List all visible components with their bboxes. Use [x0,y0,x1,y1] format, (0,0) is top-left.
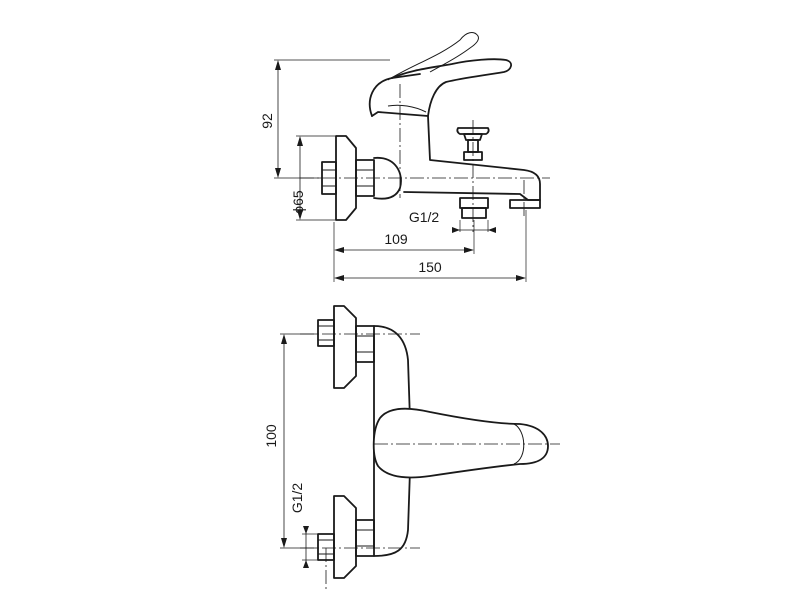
dim-height-label: 92 [259,113,275,129]
side-inlet-nut [321,161,337,195]
plan-bottom-flange [333,495,357,579]
side-outlet-nut [459,197,489,209]
dim-thread-plan-label: G1/2 [289,483,305,514]
dim-thread-top-label: G1/2 [409,209,440,225]
plan-top-flange [333,305,357,389]
dim-depth-total-label: 150 [418,259,442,275]
side-cartridge [368,73,421,117]
dim-depth-inner-label: 109 [384,231,408,247]
dim-spacing-label: 100 [263,424,279,448]
side-lever [391,58,512,117]
plan-body [373,325,411,557]
plan-lever [372,407,549,479]
side-body [371,111,541,201]
plan-top-eccentric [355,325,375,363]
plan-view: 100 G1/2 [263,305,560,590]
side-spout-outlet [509,199,541,209]
plan-top-inlet-nut [317,319,335,347]
plan-bottom-inlet-nut [317,533,335,561]
side-eccentric [355,159,375,197]
side-diverter-knob [456,127,490,135]
dim-diameter-label: ϕ65 [290,190,306,214]
side-body-end [373,157,402,200]
plan-bottom-eccentric [355,519,375,557]
side-view: 92 ϕ65 G1/2 109 150 [259,32,550,282]
